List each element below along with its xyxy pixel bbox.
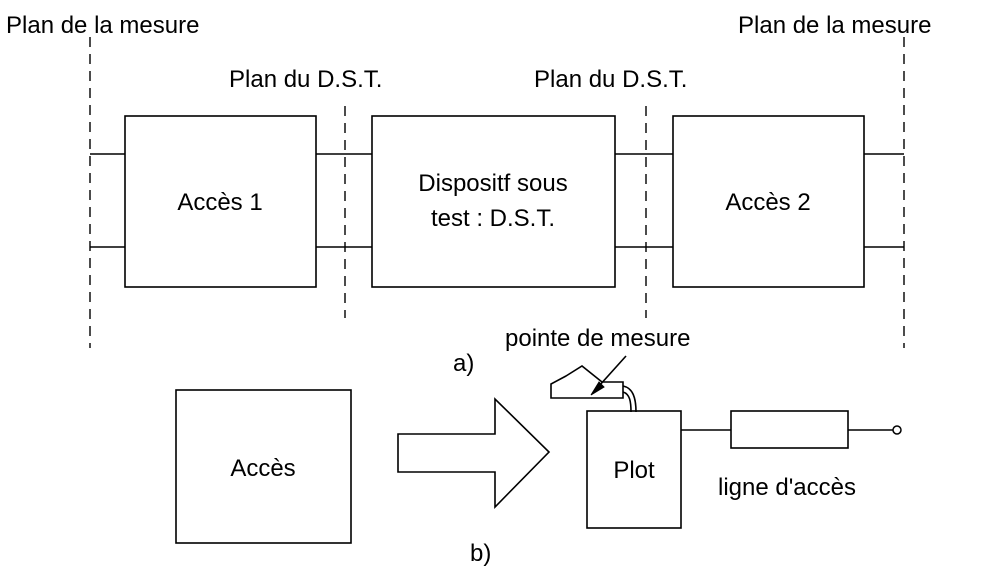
access-1-label: Accès 1 bbox=[177, 189, 262, 216]
access-label: Accès bbox=[230, 455, 295, 482]
access-2-block bbox=[672, 115, 865, 288]
access-line-label: ligne d'accès bbox=[718, 474, 856, 501]
dut-label-line1: Dispositf sous bbox=[418, 170, 567, 197]
caption-a: a) bbox=[453, 350, 474, 377]
probe-tip-icon bbox=[550, 365, 637, 413]
probe-label: pointe de mesure bbox=[505, 325, 690, 352]
transform-arrow-icon bbox=[397, 397, 551, 509]
access-2-label: Accès 2 bbox=[725, 189, 810, 216]
dut-plane-right-label: Plan du D.S.T. bbox=[534, 66, 687, 93]
pad-block bbox=[586, 410, 682, 529]
dut-block bbox=[371, 115, 616, 288]
dut-label-line2: test : D.S.T. bbox=[431, 205, 555, 232]
measurement-plane-left-label: Plan de la mesure bbox=[6, 12, 199, 39]
access-1-block bbox=[124, 115, 317, 288]
access-line bbox=[681, 410, 902, 449]
measurement-plane-right-label: Plan de la mesure bbox=[738, 12, 931, 39]
caption-b: b) bbox=[470, 540, 491, 567]
probe-pointer-arrow-icon bbox=[590, 355, 627, 396]
terminal-node-icon bbox=[892, 425, 902, 435]
port-wires bbox=[90, 153, 904, 248]
dut-plane-left-label: Plan du D.S.T. bbox=[229, 66, 382, 93]
pad-label: Plot bbox=[613, 457, 655, 484]
access-block bbox=[175, 389, 352, 544]
